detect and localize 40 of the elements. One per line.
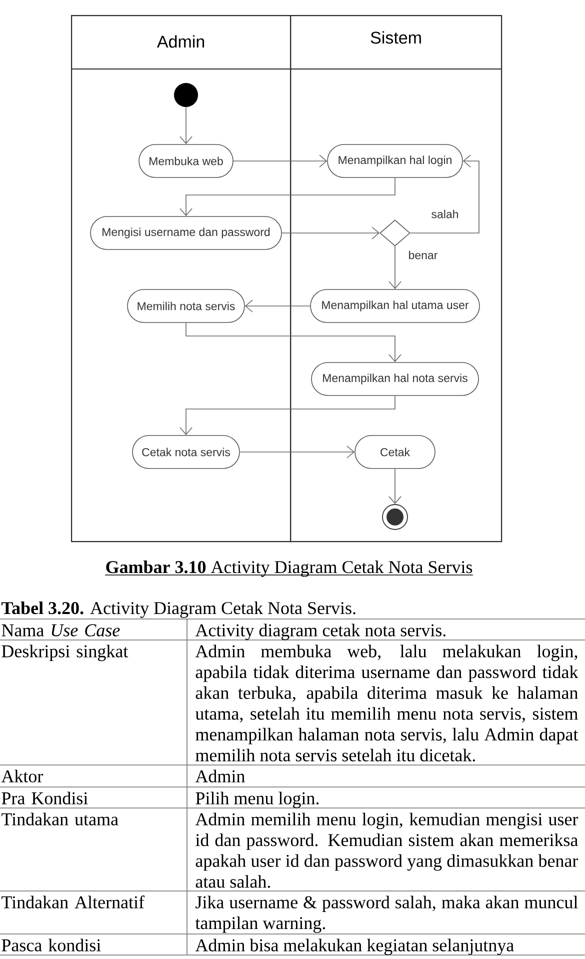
action-box: Membuka web [138,144,234,178]
row-text: Pilih menu login. [196,792,319,808]
arrow [410,154,480,234]
arrow [388,468,402,504]
table-title: Tabel 3.20. Activity Diagram Cetak Nota Servis. [1,602,356,618]
action-box: Menampilkan hal login [327,144,463,178]
row-text: Jika username & password salah, maka akan muncul tampilan warning. [195,896,578,933]
row-text: Admin [195,770,245,782]
edge-label: benar [407,250,439,260]
row-label: Pra Kondisi [2,792,88,804]
row-text: Activity diagram cetak nota servis. [195,624,446,640]
action-box: Menampilkan hal nota servis [311,362,479,396]
arrow [186,322,402,362]
arrow [233,154,328,168]
arrow [180,396,396,436]
action-box: Cetak [354,435,436,469]
arrow [240,446,355,458]
arrow [180,106,192,144]
row-label: Tindakan Alternatif [2,896,145,908]
row-text: Admin bisa melakukan kegiatan selanjutnya [195,938,514,956]
row-text: Admin membuka web, lalu melakukan login, apabila tidak diterima username dan password tidak akan terbuka, apabila diterima masuk ke halaman utama, setelah itu memilih menu nota servis, sistem menampilkan halaman nota servis, lalu Admin dapat memilih nota servis setelah itu dicetak. [195,644,578,762]
action-box: Mengisi username dan password [90,216,282,250]
row-label: Aktor [1,770,44,782]
action-box: Cetak nota servis [132,435,240,469]
action-box: Menampilkan hal utama user [310,289,480,323]
row-label: Tindakan utama [2,812,118,826]
start-dot [174,83,198,107]
figure-caption: Gambar 3.10 Activity Diagram Cetak Nota Servis [104,560,474,577]
decision-diamond [380,220,410,246]
edge-label: salah [430,208,460,220]
row-label: Pasca kondisi [2,938,101,952]
row-text: Admin memilih menu login, kemudian mengisi user id dan password. Kemudian sistem akan memeriksa apakah user id dan password yang dimasukkan benar atau salah. [195,812,578,888]
end-circle [382,504,408,530]
row-label: Nama Use Case [2,624,120,636]
arrow [244,300,310,312]
action-box: Memilih nota servis [127,289,245,323]
row-label: Deskripsi singkat [2,644,128,662]
arrow [388,246,402,290]
arrow [180,178,396,216]
arrow [282,226,380,240]
